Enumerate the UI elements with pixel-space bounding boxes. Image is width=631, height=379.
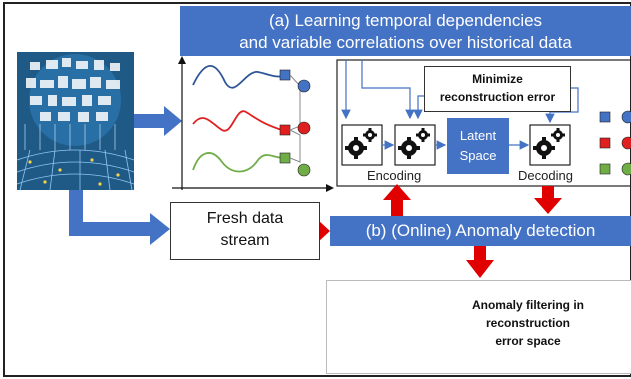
banner-historical-learning: (a) Learning temporal dependencies and v… (180, 6, 631, 56)
gear-icon (551, 128, 565, 142)
gear-icon (416, 128, 430, 142)
circle-marker-icon (297, 79, 311, 93)
gear-icon (345, 137, 367, 159)
anomaly-filter-panel (326, 280, 631, 374)
circle-marker-icon (621, 136, 631, 150)
filter-line2: reconstruction (485, 316, 570, 330)
banner-anomaly-detection: (b) (Online) Anomaly detection (330, 216, 631, 246)
minimize-line2: reconstruction error (439, 90, 556, 104)
fresh-data-stream-box: Fresh data stream (170, 202, 320, 260)
encoder-gear-box-2 (394, 124, 436, 166)
square-marker-icon (599, 111, 611, 123)
latent-line2: Space (459, 148, 497, 163)
iot-network-illustration (16, 52, 135, 191)
filter-line3: error space (495, 334, 561, 348)
arrow-iot-to-fresh (69, 190, 170, 245)
square-marker-icon (279, 69, 291, 81)
circle-marker-icon (621, 162, 631, 176)
banner-a-line1: (a) Learning temporal dependencies (268, 11, 543, 30)
square-marker-icon (279, 152, 291, 164)
circle-marker-icon (621, 110, 631, 124)
square-marker-icon (599, 163, 611, 175)
autoencoder-connectors (341, 60, 579, 150)
square-marker-icon (279, 124, 291, 136)
minimize-error-box: Minimize reconstruction error (424, 66, 571, 112)
fresh-line1: Fresh data (206, 210, 284, 227)
gear-icon (533, 137, 555, 159)
latent-space-box: Latent Space (447, 118, 509, 174)
filter-line1: Anomaly filtering in (471, 298, 584, 312)
autoencoder-panel (336, 59, 631, 187)
decoding-label: Decoding (518, 168, 573, 183)
square-marker-icon (599, 137, 611, 149)
circle-marker-icon (297, 121, 311, 135)
reconstructed-markers (599, 110, 631, 176)
series-blue-line (192, 64, 286, 89)
circle-marker-icon (297, 163, 311, 177)
gear-icon (363, 128, 377, 142)
red-arrows (318, 184, 562, 278)
encoding-label: Encoding (367, 168, 422, 183)
time-series-chart (172, 56, 334, 192)
arrow-iot-to-chart (134, 106, 182, 136)
series-red-line (192, 110, 286, 132)
series-green-line (192, 152, 286, 173)
outer-frame (3, 2, 631, 377)
banner-a-line2: and variable correlations over historica… (239, 33, 572, 52)
gear-icon (398, 137, 420, 159)
fresh-line2: stream (220, 232, 270, 249)
decoder-gear-box (529, 124, 571, 166)
minimize-line1: Minimize (472, 72, 523, 86)
encoder-gear-box-1 (341, 124, 383, 166)
latent-line1: Latent (459, 128, 497, 143)
